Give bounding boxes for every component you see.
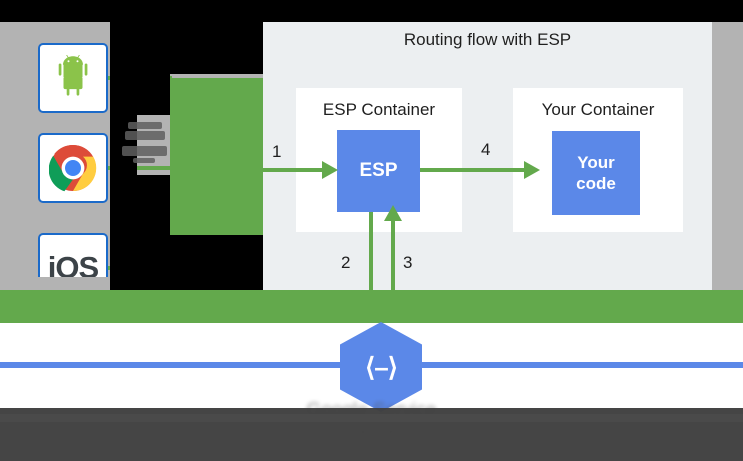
right-gray-background — [712, 22, 743, 290]
step-label-1: 1 — [272, 142, 282, 161]
arrow-4-line — [420, 168, 528, 172]
bottom-dark-overlay-stripe — [0, 414, 743, 422]
your-code-line-2: code — [576, 174, 616, 193]
occlusion-block-mid — [110, 175, 170, 235]
step-label-4: 4 — [481, 140, 491, 159]
diagram-title: Routing flow with ESP — [403, 30, 572, 49]
green-flow-block — [170, 78, 263, 238]
arrow-3-head-icon — [384, 205, 402, 221]
arrow-1-head-icon — [322, 161, 338, 179]
chrome-connector-line — [108, 166, 172, 170]
step-label-3: 3 — [403, 253, 413, 272]
your-container-title: Your Container — [541, 100, 655, 119]
client-card-chrome[interactable] — [38, 133, 108, 203]
code-brackets-glyph: ⟨–⟩ — [365, 351, 398, 382]
arrow-2-line — [369, 212, 373, 322]
your-code-box-label: Your code — [576, 152, 616, 195]
step-label-2: 2 — [341, 253, 351, 272]
arrow-3-line — [391, 220, 395, 322]
occlusion-block-lower — [110, 235, 263, 258]
arrow-1-line — [263, 168, 325, 172]
client-card-android[interactable] — [38, 43, 108, 113]
occlusion-block-upper — [110, 74, 170, 115]
android-icon — [58, 55, 88, 96]
cloud-endpoints-hexagon-icon: ⟨–⟩ — [340, 322, 422, 412]
esp-container-title: ESP Container — [322, 100, 436, 119]
your-code-line-1: Your — [577, 152, 615, 172]
redacted-text-smudge — [133, 158, 155, 163]
arrow-4-head-icon — [524, 161, 540, 179]
redacted-text-smudge — [122, 146, 167, 156]
occlusion-strip-bottom — [110, 277, 263, 290]
esp-box: ESP — [337, 130, 420, 212]
cloud-endpoints-logo: ⟨–⟩ — [340, 322, 422, 412]
green-service-band — [0, 290, 743, 323]
gray-gap-strip — [0, 277, 110, 290]
redacted-text-smudge — [125, 131, 165, 140]
your-code-box: Your code — [552, 131, 640, 215]
chrome-icon — [49, 144, 97, 192]
occlusion-block-top — [110, 22, 263, 74]
top-black-overlay-bar — [0, 0, 743, 22]
redacted-text-smudge — [128, 122, 162, 129]
